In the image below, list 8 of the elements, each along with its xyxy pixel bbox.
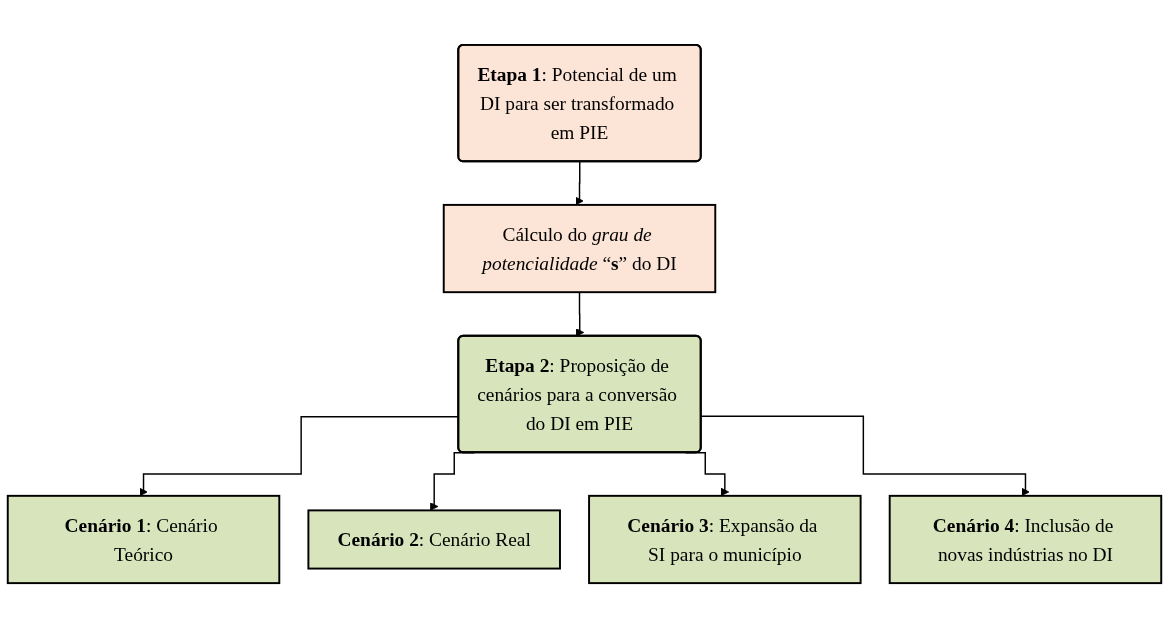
- node-box: Cenário 2: Cenário Real: [307, 509, 561, 570]
- node-box: Cenário 3: Expansão da SI para o município: [588, 494, 862, 585]
- arrow: [700, 415, 1030, 497]
- node-box: Cenário 4: Inclusão de novas indústrias no DI: [888, 494, 1163, 585]
- node-box: Cálculo do grau de potencialidade “s” do DI: [442, 203, 717, 294]
- arrow: [575, 161, 584, 206]
- arrow: [575, 291, 585, 337]
- node-box: Cenário 1: Cenário Teórico: [6, 494, 281, 585]
